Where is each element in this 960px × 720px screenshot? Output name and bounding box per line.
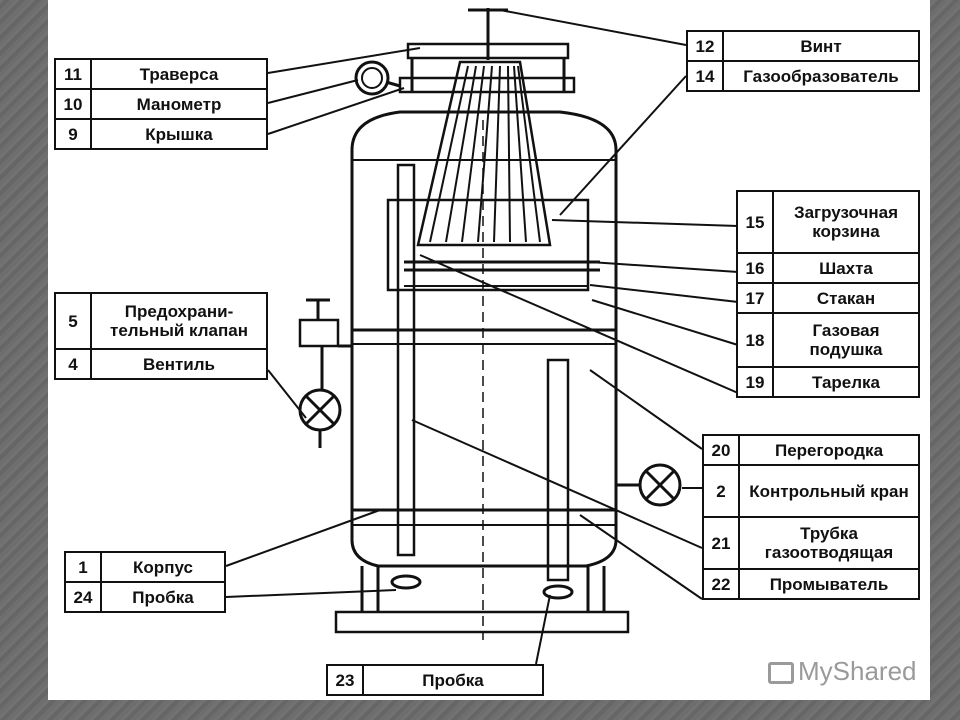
label-text: Тарелка xyxy=(772,366,920,398)
label-number: 15 xyxy=(736,190,774,254)
safety-valve xyxy=(298,318,340,348)
label-number: 11 xyxy=(54,58,92,90)
label-number: 24 xyxy=(64,581,102,613)
label-number: 1 xyxy=(64,551,102,583)
lid xyxy=(398,76,576,94)
label-number: 22 xyxy=(702,568,740,600)
label-text: Траверса xyxy=(90,58,268,90)
label-text: Крышка xyxy=(90,118,268,150)
label-number: 12 xyxy=(686,30,724,62)
label-text: Предохрани-тельный клапан xyxy=(90,292,268,350)
label-text: Стакан xyxy=(772,282,920,314)
watermark-logo-icon xyxy=(768,662,794,684)
label-number: 2 xyxy=(702,464,740,518)
label-number: 4 xyxy=(54,348,92,380)
base-plate xyxy=(334,610,630,634)
label-text: Винт xyxy=(722,30,920,62)
label-text: Перегородка xyxy=(738,434,920,466)
gas-outlet-tube xyxy=(396,163,416,557)
label-number: 9 xyxy=(54,118,92,150)
watermark-text: MyShared xyxy=(798,656,917,686)
traverse xyxy=(406,42,570,60)
label-text: Манометр xyxy=(90,88,268,120)
shaft xyxy=(386,198,590,292)
label-text: Корпус xyxy=(100,551,226,583)
label-number: 19 xyxy=(736,366,774,398)
label-number: 18 xyxy=(736,312,774,368)
label-text: Вентиль xyxy=(90,348,268,380)
label-number: 23 xyxy=(326,664,364,696)
label-text: Газообразователь xyxy=(722,60,920,92)
manometer xyxy=(354,60,390,96)
label-number: 17 xyxy=(736,282,774,314)
label-text: Шахта xyxy=(772,252,920,284)
label-text: Трубка газоотводящая xyxy=(738,516,920,570)
label-text: Пробка xyxy=(100,581,226,613)
label-number: 20 xyxy=(702,434,740,466)
label-number: 14 xyxy=(686,60,724,92)
label-text: Пробка xyxy=(362,664,544,696)
vessel-body xyxy=(350,110,618,568)
washer-tube xyxy=(546,358,570,582)
watermark: MyShared xyxy=(768,656,917,687)
label-number: 21 xyxy=(702,516,740,570)
label-text: Загрузочная корзина xyxy=(772,190,920,254)
label-text: Контрольный кран xyxy=(738,464,920,518)
label-number: 5 xyxy=(54,292,92,350)
label-number: 10 xyxy=(54,88,92,120)
loading-basket xyxy=(416,60,552,247)
label-number: 16 xyxy=(736,252,774,284)
label-text: Газовая подушка xyxy=(772,312,920,368)
label-text: Промыватель xyxy=(738,568,920,600)
